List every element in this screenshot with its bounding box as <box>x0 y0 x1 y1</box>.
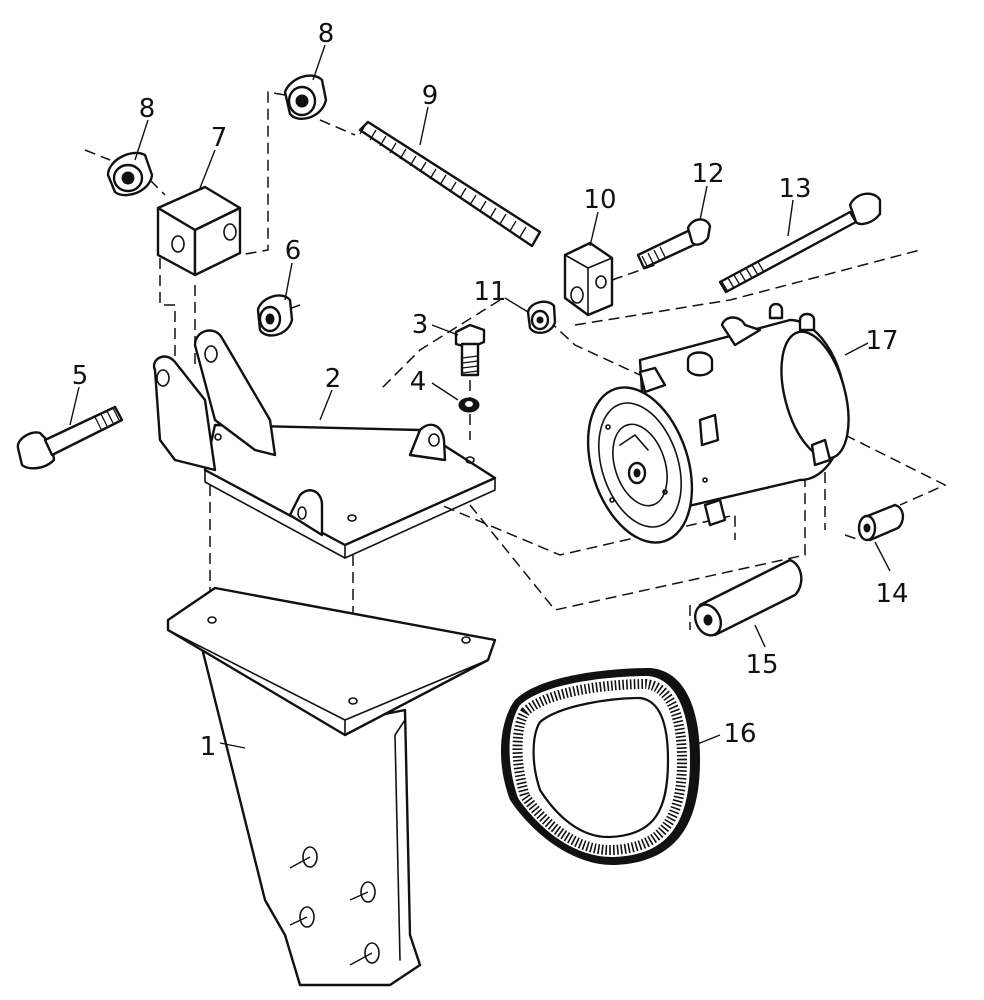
compressor-17-part <box>586 302 850 544</box>
label-part-5: 5 <box>72 361 89 391</box>
threaded-rod-9-part <box>358 120 542 248</box>
label-part-13: 13 <box>778 174 811 204</box>
bolt-3-part <box>454 323 486 377</box>
label-part-9: 9 <box>422 81 439 111</box>
nut-8a-part <box>106 151 154 197</box>
bolt-12-part <box>636 218 712 270</box>
nut-11-part <box>526 300 557 334</box>
label-part-14: 14 <box>875 579 908 609</box>
label-part-17: 17 <box>865 326 898 356</box>
label-part-10: 10 <box>583 185 616 215</box>
label-part-6: 6 <box>285 236 302 266</box>
nut-6-part <box>256 294 294 337</box>
label-part-7: 7 <box>211 123 228 153</box>
bushing-14-part <box>857 503 905 542</box>
label-part-11: 11 <box>473 277 506 307</box>
washer-4-part <box>458 397 480 413</box>
label-part-1: 1 <box>200 732 217 762</box>
label-part-8b: 8 <box>318 19 335 49</box>
sleeve-15-part <box>693 558 803 637</box>
label-part-12: 12 <box>691 159 724 189</box>
nut-8b-part <box>283 74 328 120</box>
bolt-5-part <box>16 405 124 470</box>
bracket-base-part <box>166 586 497 987</box>
bolt-13-part <box>718 192 882 294</box>
block-7-part <box>156 185 242 277</box>
block-10-part <box>563 241 614 317</box>
label-part-3: 3 <box>412 310 429 340</box>
label-part-15: 15 <box>745 650 778 680</box>
label-part-8a: 8 <box>139 94 156 124</box>
assembly-dashed-lines <box>84 91 947 700</box>
leader-lines <box>69 44 891 749</box>
belt-16-part <box>500 668 700 866</box>
part-labels: 8 8 7 9 10 12 13 6 11 3 4 5 2 17 14 15 1… <box>72 19 909 762</box>
compressor-bracket-part <box>152 329 497 559</box>
label-part-4: 4 <box>410 367 427 397</box>
label-part-2: 2 <box>325 364 342 394</box>
label-part-16: 16 <box>723 719 756 749</box>
